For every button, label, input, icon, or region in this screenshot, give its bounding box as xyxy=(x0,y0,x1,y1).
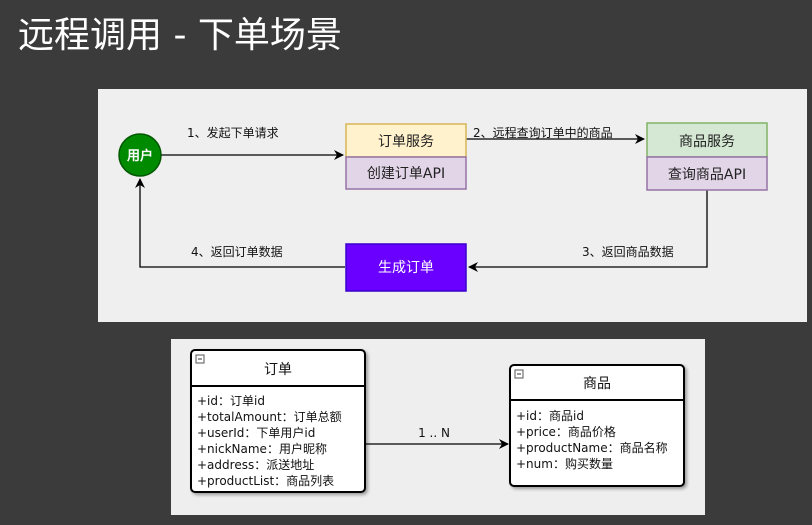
create-order-api-label: 创建订单API xyxy=(367,166,445,182)
uml-attribute: +nickName：用户昵称 xyxy=(197,441,327,456)
uml-attribute: +totalAmount：订单总额 xyxy=(197,410,342,424)
query-product-api-label: 查询商品API xyxy=(668,167,746,183)
uml-attribute: +userId：下单用户id xyxy=(197,425,315,440)
uml-attribute: +price：商品价格 xyxy=(516,424,616,439)
uml-attribute: +productName：商品名称 xyxy=(516,440,668,455)
order-class-name: 订单 xyxy=(264,362,292,378)
product-service-header xyxy=(646,122,768,158)
query-product-api-box xyxy=(646,156,768,191)
uml-attribute: +num：购买数量 xyxy=(516,456,613,471)
uml-attribute: +productList：商品列表 xyxy=(197,473,334,488)
multiplicity-label: 1 .. N xyxy=(418,426,450,440)
uml-attribute: +id：订单id xyxy=(197,394,265,408)
flow-diagram: 用户 订单服务 创建订单API 商品服务 查询商品API 生成订单 1、发起下单… xyxy=(118,122,768,292)
step1-label: 1、发起下单请求 xyxy=(187,125,279,140)
generate-order-box xyxy=(345,243,467,292)
user-node xyxy=(118,133,162,177)
create-order-api-box xyxy=(345,156,467,190)
order-attributes: +id：订单id+totalAmount：订单总额+userId：下单用户id+… xyxy=(197,394,342,488)
slide-title: 远程调用 - 下单场景 xyxy=(18,15,342,56)
uml-attribute: +id：商品id xyxy=(516,408,584,423)
edge-return-order xyxy=(135,178,345,268)
step3-label: 3、返回商品数据 xyxy=(582,244,674,259)
uml-class-diagram-panel: 订单 +id：订单id +totalAmount：订单总额+userId：下单用户… xyxy=(171,339,705,515)
generate-order-label: 生成订单 xyxy=(378,260,434,276)
product-attributes: +id：商品id+price：商品价格+productName：商品名称+num… xyxy=(516,408,668,471)
uml-class-diagram: 订单 +id：订单id +totalAmount：订单总额+userId：下单用户… xyxy=(190,349,685,493)
uml-attribute: +address：派送地址 xyxy=(197,457,314,472)
step4-label: 4、返回订单数据 xyxy=(191,244,283,259)
product-class-name: 商品 xyxy=(583,376,611,392)
edge-return-products xyxy=(468,190,708,272)
product-class xyxy=(509,364,685,487)
flow-diagram-panel: 用户 订单服务 创建订单API 商品服务 查询商品API 生成订单 1、发起下单… xyxy=(98,89,807,322)
product-service-label: 商品服务 xyxy=(679,134,735,150)
user-label: 用户 xyxy=(126,148,153,164)
order-service-label: 订单服务 xyxy=(378,134,434,150)
step2-label: 2、远程查询订单中的商品 xyxy=(473,125,613,140)
